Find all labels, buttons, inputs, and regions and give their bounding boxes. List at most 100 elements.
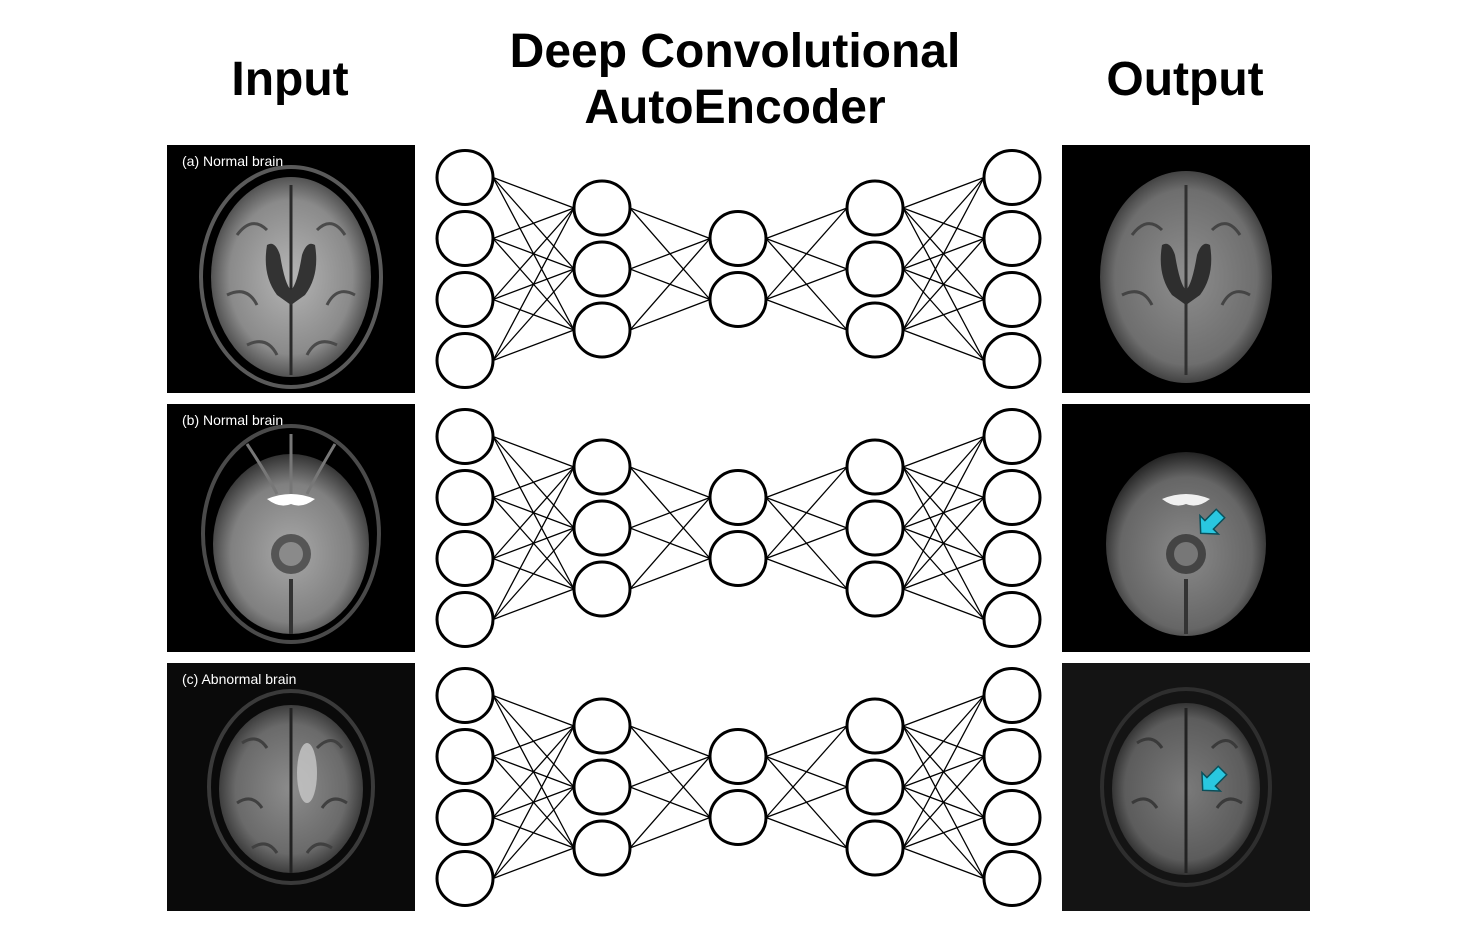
network-node-layer-3 <box>708 469 768 526</box>
network-node-layer-5 <box>982 850 1042 907</box>
network-edge <box>765 725 848 758</box>
network-node-layer-2 <box>572 819 632 877</box>
network-edge <box>629 756 711 849</box>
network-edge <box>492 329 575 362</box>
network-edge <box>492 725 575 818</box>
network-node-layer-4 <box>845 499 905 557</box>
network-edge <box>629 207 711 240</box>
network-row-3 <box>435 667 1042 907</box>
network-node-layer-5 <box>982 271 1042 328</box>
input-image-a: (a) Normal brain <box>167 145 415 393</box>
network-node-layer-1 <box>435 469 495 526</box>
input-image-c: (c) Abnormal brain <box>167 663 415 911</box>
network-node-layer-1 <box>435 591 495 648</box>
network-node-layer-3 <box>708 728 768 785</box>
network-edge <box>902 177 985 270</box>
network-node-layer-1 <box>435 667 495 724</box>
network-edge <box>902 756 985 849</box>
network-edge <box>492 207 575 361</box>
network-node-layer-2 <box>572 560 632 618</box>
network-edge <box>492 466 575 559</box>
network-edge <box>629 237 711 270</box>
network-edge <box>629 755 711 788</box>
network-node-layer-2 <box>572 301 632 359</box>
network-edge <box>629 725 711 758</box>
network-row-1 <box>435 149 1042 389</box>
network-node-layer-4 <box>845 560 905 618</box>
network-node-layer-2 <box>572 758 632 816</box>
network-edge <box>902 695 985 849</box>
network-node-layer-2 <box>572 438 632 496</box>
network-edge <box>902 435 985 468</box>
network-edge <box>492 527 575 620</box>
network-node-layer-1 <box>435 789 495 846</box>
network-edge <box>492 435 575 468</box>
network-node-layer-5 <box>982 149 1042 206</box>
network-node-layer-1 <box>435 728 495 785</box>
output-image-c <box>1062 663 1310 911</box>
network-edge <box>492 725 575 758</box>
panel-label-c: (c) Abnormal brain <box>182 671 297 687</box>
network-edge <box>902 588 985 621</box>
network-edge <box>629 816 711 849</box>
network-node-layer-1 <box>435 332 495 389</box>
network-edge <box>492 847 575 880</box>
network-edge <box>902 816 985 849</box>
network-edge <box>902 694 985 727</box>
network-node-layer-1 <box>435 271 495 328</box>
network-node-layer-2 <box>572 697 632 755</box>
network-edge <box>492 466 575 620</box>
network-node-layer-1 <box>435 850 495 907</box>
network-edge <box>629 496 711 529</box>
network-edge <box>765 207 848 240</box>
network-node-layer-3 <box>708 271 768 328</box>
network-edge <box>492 176 575 209</box>
network-node-layer-1 <box>435 210 495 267</box>
network-node-layer-5 <box>982 789 1042 846</box>
network-node-layer-5 <box>982 332 1042 389</box>
network-edge <box>765 786 848 819</box>
network-edge <box>765 207 848 300</box>
network-node-layer-4 <box>845 697 905 755</box>
network-node-layer-3 <box>708 210 768 267</box>
network-edge <box>492 786 575 879</box>
network-node-layer-3 <box>708 789 768 846</box>
network-heading-line2: AutoEncoder <box>584 81 886 134</box>
input-image-b: (b) Normal brain <box>167 404 415 652</box>
network-node-layer-5 <box>982 469 1042 526</box>
network-node-layer-1 <box>435 408 495 465</box>
network-edge <box>765 557 848 590</box>
network-edge <box>629 298 711 331</box>
input-heading: Input <box>231 53 349 106</box>
network-edge <box>765 816 848 849</box>
network-edge <box>629 466 711 499</box>
network-edge <box>902 847 985 880</box>
network-edge <box>492 588 575 621</box>
network-edge <box>765 268 848 301</box>
network-node-layer-1 <box>435 530 495 587</box>
network-node-layer-2 <box>572 179 632 237</box>
network-edge <box>765 527 848 560</box>
network-edge <box>492 207 575 240</box>
network-edge <box>902 329 985 362</box>
network-node-layer-4 <box>845 819 905 877</box>
network-node-layer-2 <box>572 240 632 298</box>
network-edge <box>902 497 985 590</box>
network-edge <box>765 466 848 559</box>
network-node-layer-4 <box>845 301 905 359</box>
network-edge <box>492 725 575 879</box>
network-heading: Deep Convolutional AutoEncoder <box>470 24 1000 136</box>
network-edge <box>902 557 985 590</box>
output-heading: Output <box>1106 53 1264 106</box>
network-node-layer-4 <box>845 240 905 298</box>
network-edge <box>902 298 985 331</box>
network-edge <box>492 268 575 361</box>
network-edge <box>629 238 711 331</box>
network-edge <box>629 557 711 590</box>
network-edge <box>765 725 848 818</box>
network-edge <box>902 436 985 529</box>
network-edge <box>492 466 575 499</box>
network-node-layer-4 <box>845 438 905 496</box>
panel-label-b: (b) Normal brain <box>182 412 284 428</box>
